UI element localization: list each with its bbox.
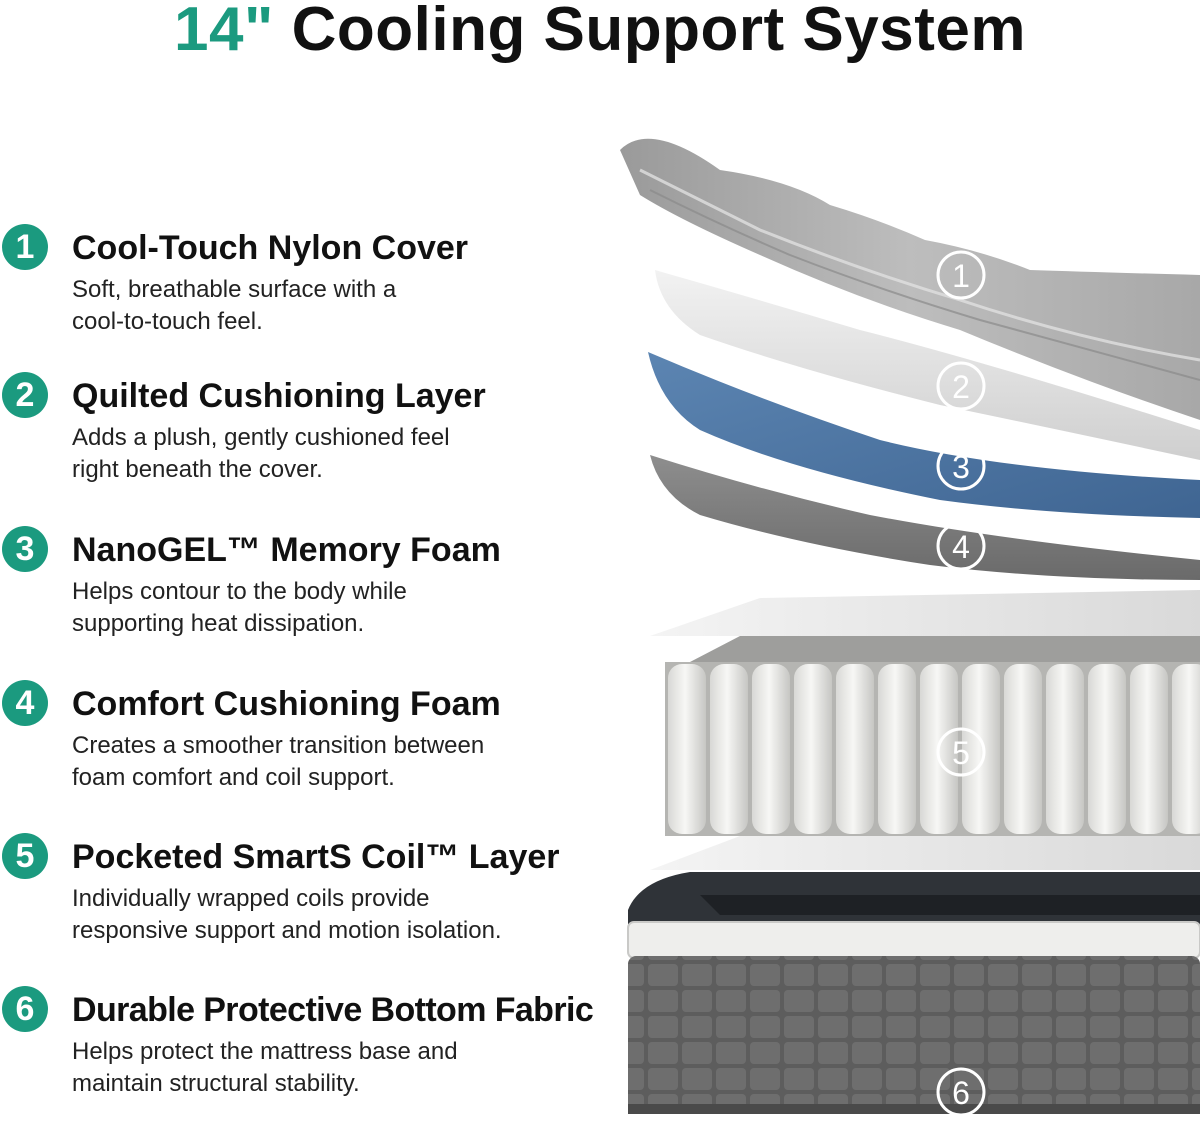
layer-heading-4: Comfort Cushioning Foam — [72, 685, 501, 723]
title-size: 14" — [174, 0, 274, 64]
number-badge-6: 6 — [2, 986, 48, 1032]
art-label-6: 6 — [952, 1075, 970, 1111]
title-text: Cooling Support System — [291, 0, 1026, 64]
art-label-1: 1 — [952, 258, 970, 294]
mattress-illustration: 1 2 3 4 5 6 — [620, 138, 1200, 1117]
layer-heading-5: Pocketed SmartS Coil™ Layer — [72, 838, 560, 876]
layer-heading-1: Cool-Touch Nylon Cover — [72, 229, 469, 267]
number-badge-4: 4 — [2, 680, 48, 726]
separator-sheet-top — [650, 590, 1200, 636]
cover-layer — [620, 138, 1200, 420]
number-badge-3: 3 — [2, 526, 48, 572]
art-label-4: 4 — [952, 529, 970, 565]
coil-layer — [665, 636, 1200, 836]
number-badge-1: 1 — [2, 224, 48, 270]
number-badge-2: 2 — [2, 372, 48, 418]
layer-heading-2: Quilted Cushioning Layer — [72, 377, 486, 415]
separator-sheet-bottom — [650, 836, 1200, 870]
layer-heading-3: NanoGEL™ Memory Foam — [72, 531, 501, 569]
art-label-2: 2 — [952, 369, 970, 405]
page-title: 14" Cooling Support System — [0, 0, 1200, 61]
layer-label-circles — [936, 250, 986, 1117]
comfort-foam-layer — [650, 455, 1200, 580]
base-layer — [627, 872, 1200, 1114]
art-label-5: 5 — [952, 735, 970, 771]
layer-heading-6: Durable Protective Bottom Fabric — [72, 991, 594, 1029]
art-label-3: 3 — [952, 449, 970, 485]
number-badge-5: 5 — [2, 833, 48, 879]
gel-foam-layer — [648, 352, 1200, 518]
quilt-layer — [655, 270, 1200, 460]
